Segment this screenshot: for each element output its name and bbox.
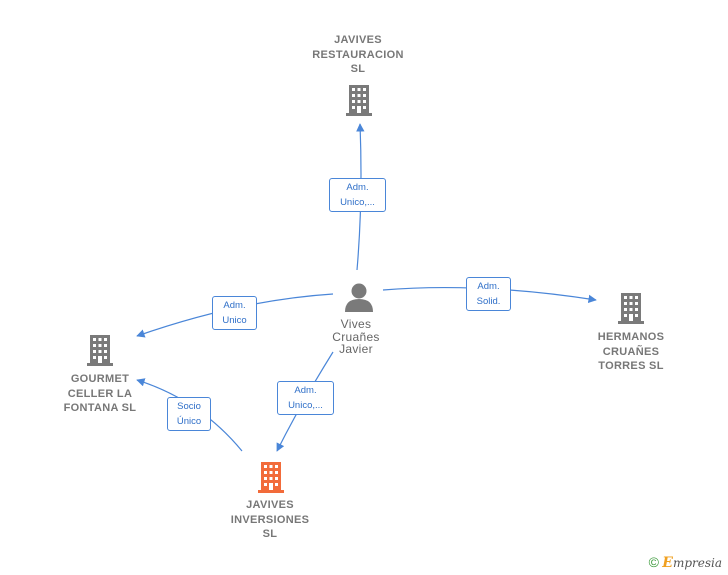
brand-name: mpresia [672, 556, 722, 570]
label-line: CRUAÑES [602, 345, 660, 358]
label-line: SL [262, 528, 278, 540]
edge-label-line: Único [176, 416, 202, 427]
building-icon-inversiones[interactable] [258, 462, 284, 493]
company-label-hermanos[interactable]: HERMANOS CRUAÑES TORRES SL [572, 330, 690, 374]
edge-label-inversiones-to-gourmet[interactable]: Socio Único [167, 397, 211, 431]
edge-label-line: Adm. [346, 182, 369, 193]
edge-label-to-gourmet[interactable]: Adm. Unico [212, 296, 257, 330]
edge-label-line: Unico,... [340, 197, 375, 208]
edge-label-line: Unico,... [288, 400, 323, 411]
person-icon[interactable] [345, 283, 373, 313]
label-line: INVERSIONES [230, 513, 310, 526]
edge-label-to-restauracion[interactable]: Adm. Unico,... [329, 178, 386, 212]
person-label[interactable]: Vives Cruañes Javier [316, 318, 396, 356]
edge-label-line: Adm. [294, 385, 317, 396]
label-line: JAVIVES [246, 499, 294, 511]
edge-label-to-hermanos[interactable]: Adm. Solid. [466, 277, 511, 311]
label-line: TORRES SL [598, 360, 664, 372]
brand-logo: Empresia [662, 555, 722, 571]
label-line: Cruañes [332, 329, 380, 344]
company-label-inversiones[interactable]: JAVIVES INVERSIONES SL [210, 498, 330, 542]
edge-label-line: Socio [177, 401, 201, 412]
brand-initial: E [662, 555, 673, 571]
edge-label-line: Unico [222, 315, 247, 326]
company-label-gourmet[interactable]: GOURMET CELLER LA FONTANA SL [40, 372, 160, 416]
label-line: RESTAURACION [312, 48, 404, 61]
edge-label-line: Adm. [477, 281, 500, 292]
building-icon-gourmet[interactable] [87, 335, 113, 366]
edge-label-line: Adm. [223, 300, 246, 311]
building-icon-hermanos[interactable] [618, 293, 644, 324]
label-line: FONTANA SL [63, 402, 137, 414]
footer-brand: © Empresia [649, 554, 722, 571]
label-line: SL [350, 63, 366, 75]
label-line: HERMANOS [597, 331, 665, 343]
company-label-restauracion[interactable]: JAVIVES RESTAURACION SL [298, 33, 418, 77]
label-line: Vives [340, 317, 372, 331]
edge-label-line: Solid. [476, 296, 501, 307]
label-line: CELLER LA [67, 387, 133, 400]
label-line: JAVIVES [334, 34, 382, 46]
edge-label-to-inversiones[interactable]: Adm. Unico,... [277, 381, 334, 415]
building-icon-restauracion[interactable] [346, 85, 372, 116]
copyright-icon: © [648, 554, 659, 570]
label-line: GOURMET [70, 373, 130, 385]
label-line: Javier [339, 342, 373, 356]
